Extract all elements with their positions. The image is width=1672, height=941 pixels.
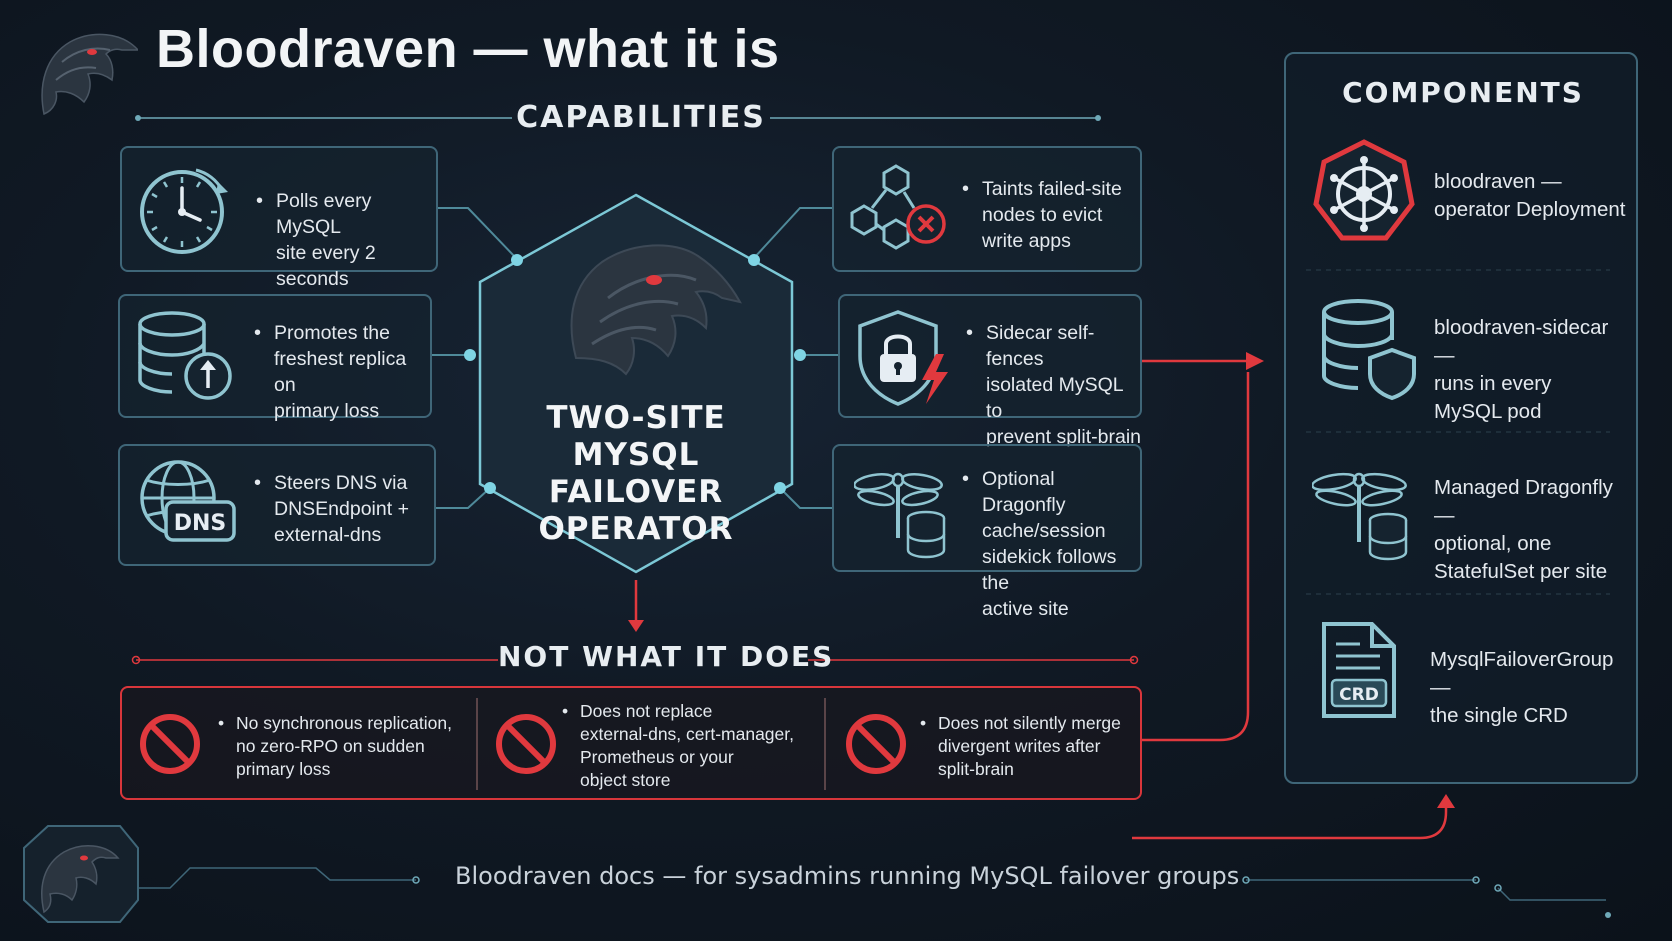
hex-node bbox=[794, 349, 806, 361]
prohibited-icon bbox=[140, 714, 200, 774]
kubernetes-helm-icon bbox=[1313, 139, 1415, 241]
shield-lock-icon bbox=[858, 310, 948, 406]
limitation-text: No synchronous replication, no zero-RPO … bbox=[218, 712, 468, 781]
capability-card-promotes: Promotes the freshest replica on primary… bbox=[118, 294, 432, 422]
prohibited-icon bbox=[496, 714, 556, 774]
prohibited-icon bbox=[846, 714, 906, 774]
capability-text: Polls every MySQL site every 2 seconds bbox=[256, 188, 434, 292]
hex-node bbox=[774, 482, 786, 494]
operator-title: TWO-SITE MYSQL FAILOVER OPERATOR bbox=[538, 400, 734, 547]
connector-left-3 bbox=[436, 487, 491, 509]
capability-card-sidecar: Sidecar self-fences isolated MySQL to pr… bbox=[838, 294, 1142, 448]
component-label: MysqlFailoverGroup — the single CRD bbox=[1430, 648, 1614, 727]
divider bbox=[476, 698, 478, 790]
raven-logo bbox=[570, 244, 742, 376]
arrow-not-to-components bbox=[1142, 372, 1250, 742]
component-label: bloodraven — operator Deployment bbox=[1434, 170, 1626, 221]
hex-node bbox=[484, 482, 496, 494]
database-shield-icon bbox=[1322, 299, 1416, 401]
component-label: bloodraven-sidecar — runs in every MySQL… bbox=[1434, 316, 1609, 423]
components-heading: COMPONENTS bbox=[1342, 76, 1584, 109]
raven-hex-logo bbox=[23, 825, 139, 923]
capability-text: Steers DNS via DNSEndpoint + external-dn… bbox=[254, 470, 432, 548]
limitation-text: Does not replace external-dns, cert-mana… bbox=[562, 700, 818, 792]
capability-text: Promotes the freshest replica on primary… bbox=[254, 320, 430, 424]
connector-left-1 bbox=[438, 207, 517, 259]
capability-text: Taints failed-site nodes to evict write … bbox=[962, 176, 1140, 254]
globe-dns-icon: DNS bbox=[140, 460, 236, 542]
capability-card-dragonfly: Optional Dragonfly cache/session sidekic… bbox=[832, 444, 1142, 620]
capability-card-taints: Taints failed-site nodes to evict write … bbox=[832, 146, 1142, 272]
component-label: Managed Dragonfly — optional, one Statef… bbox=[1434, 476, 1613, 583]
dragonfly-database-icon bbox=[1312, 472, 1408, 561]
capability-card-dns: DNS Steers DNS via DNSEndpoint + externa… bbox=[118, 444, 436, 566]
arrow-footer-to-components bbox=[1132, 806, 1448, 840]
dragonfly-database-icon bbox=[854, 472, 946, 559]
capability-card-polls: Polls every MySQL site every 2 seconds bbox=[120, 146, 438, 290]
limitation-text: Does not silently merge divergent writes… bbox=[920, 712, 1140, 781]
dns-icon-label: DNS bbox=[174, 511, 227, 536]
divider bbox=[824, 698, 826, 790]
page-title: Bloodraven — what it is bbox=[156, 19, 780, 79]
capability-text: Sidecar self-fences isolated MySQL to pr… bbox=[966, 320, 1144, 450]
crd-icon-label: CRD bbox=[1339, 685, 1379, 705]
clock-icon bbox=[140, 168, 228, 254]
crd-file-icon: CRD bbox=[1322, 622, 1396, 718]
raven-logo-icon bbox=[41, 33, 138, 116]
capability-text: Optional Dragonfly cache/session sidekic… bbox=[962, 466, 1142, 622]
components-panel: COMPONENTS bloodraven — operator Deploym… bbox=[1284, 52, 1638, 784]
connector-right-3 bbox=[779, 487, 832, 509]
circuit-decoration bbox=[138, 867, 416, 889]
hex-node bbox=[464, 349, 476, 361]
connector-right-1 bbox=[753, 207, 832, 259]
database-upload-icon bbox=[138, 311, 232, 400]
hex-node bbox=[511, 254, 523, 266]
not-what-it-does-heading: NOT WHAT IT DOES bbox=[498, 640, 835, 673]
footer-text: Bloodraven docs — for sysadmins running … bbox=[455, 862, 1240, 890]
not-what-it-does-box: No synchronous replication, no zero-RPO … bbox=[120, 686, 1142, 800]
capabilities-heading: CAPABILITIES bbox=[516, 100, 766, 135]
node-graph-error-icon bbox=[850, 164, 946, 250]
hex-node bbox=[748, 254, 760, 266]
